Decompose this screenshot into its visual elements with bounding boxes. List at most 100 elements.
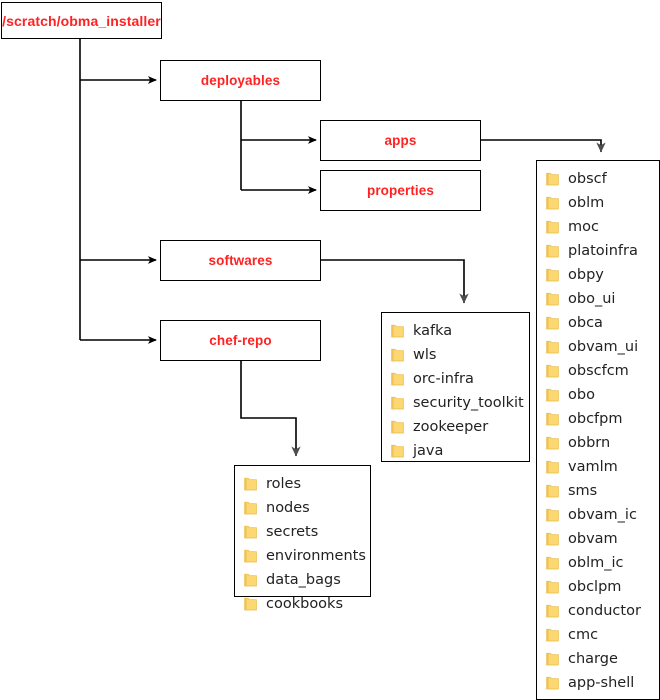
folder-list-item-label: obvam_ic xyxy=(568,506,637,523)
folder-list-item-label: charge xyxy=(568,650,618,667)
node-deployables[interactable]: deployables xyxy=(160,60,321,101)
node-root-label: /scratch/obma_installer xyxy=(2,12,161,29)
edge-apps-to-folder-list xyxy=(481,139,606,153)
folder-icon xyxy=(546,292,559,306)
folder-icon xyxy=(546,172,559,186)
folder-list-item[interactable]: sms xyxy=(537,479,659,503)
folder-list-item[interactable]: obcfpm xyxy=(537,407,659,431)
node-softwares[interactable]: softwares xyxy=(160,240,321,281)
folder-icon xyxy=(546,604,559,618)
folder-list-item[interactable]: platoinfra xyxy=(537,239,659,263)
node-deployables-label: deployables xyxy=(200,73,281,88)
folder-list-item[interactable]: moc xyxy=(537,215,659,239)
folder-list-item[interactable]: java xyxy=(382,439,529,463)
folder-list-item[interactable]: app-shell xyxy=(537,671,659,695)
folder-list-item[interactable]: environments xyxy=(235,544,370,568)
folder-list-item[interactable]: oblm xyxy=(537,191,659,215)
folder-list-item-label: conductor xyxy=(568,602,641,619)
folder-list-item[interactable]: cmc xyxy=(537,623,659,647)
folder-list-item[interactable]: charge xyxy=(537,647,659,671)
folder-list-item[interactable]: zookeeper xyxy=(382,415,529,439)
folder-list-item[interactable]: obscfcm xyxy=(537,359,659,383)
folder-list-item-label: obscf xyxy=(568,170,607,187)
folder-list-item[interactable]: vamlm xyxy=(537,455,659,479)
folder-list-item-label: cookbooks xyxy=(266,595,344,612)
folder-list-item[interactable]: data_bags xyxy=(235,568,370,592)
node-apps[interactable]: apps xyxy=(320,120,481,161)
folder-list-item[interactable]: roles xyxy=(235,472,370,496)
folder-list-item-label: kafka xyxy=(413,322,453,339)
folder-list-item[interactable]: obpy xyxy=(537,263,659,287)
folder-icon xyxy=(244,525,257,539)
folder-list-item[interactable]: obvam xyxy=(537,527,659,551)
folder-icon xyxy=(546,580,559,594)
folder-icon xyxy=(391,372,404,386)
folder-list-item-label: obca xyxy=(568,314,603,331)
folder-list-item[interactable]: orc-infra xyxy=(382,367,529,391)
folder-list-item-label: data_bags xyxy=(266,571,341,588)
folder-list-item[interactable]: obvam_ic xyxy=(537,503,659,527)
folder-list-item[interactable]: obclpm xyxy=(537,575,659,599)
folder-list-item-label: orc-infra xyxy=(413,370,474,387)
edge-chef-repo-to-folder-list xyxy=(240,361,301,457)
folder-list-item[interactable]: kafka xyxy=(382,319,529,343)
node-root[interactable]: /scratch/obma_installer xyxy=(1,2,162,39)
folder-list-item-label: zookeeper xyxy=(413,418,489,435)
folder-list-item[interactable]: conductor xyxy=(537,599,659,623)
folder-list-item[interactable]: wls xyxy=(382,343,529,367)
node-chef-repo-label: chef-repo xyxy=(209,333,272,348)
folder-list-item[interactable]: obvam_ui xyxy=(537,335,659,359)
folder-list-item-label: security_toolkit xyxy=(413,394,524,411)
node-apps-label: apps xyxy=(384,133,417,148)
folder-icon xyxy=(546,460,559,474)
folder-list-item-label: roles xyxy=(266,475,302,492)
folder-icon xyxy=(546,340,559,354)
node-chef-repo[interactable]: chef-repo xyxy=(160,320,321,361)
node-properties[interactable]: properties xyxy=(320,170,481,211)
folder-list-item-label: app-shell xyxy=(568,674,635,691)
folder-icon xyxy=(546,532,559,546)
folder-list-item-label: obscfcm xyxy=(568,362,629,379)
folder-icon xyxy=(391,420,404,434)
folder-list-item-label: sms xyxy=(568,482,598,499)
edge-softwares-to-folder-list xyxy=(321,259,469,304)
folder-icon xyxy=(546,364,559,378)
folder-list-item[interactable]: cookbooks xyxy=(235,592,370,616)
folder-list-item[interactable]: obbrn xyxy=(537,431,659,455)
folder-icon xyxy=(546,316,559,330)
folder-list-item-label: obvam xyxy=(568,530,618,547)
folder-icon xyxy=(391,348,404,362)
folder-list-item-label: java xyxy=(413,442,444,459)
folder-list-item-label: obcfpm xyxy=(568,410,623,427)
folder-list-item-label: cmc xyxy=(568,626,599,643)
folder-list-item[interactable]: obo xyxy=(537,383,659,407)
folder-icon xyxy=(244,477,257,491)
folder-icon xyxy=(546,268,559,282)
folder-icon xyxy=(546,484,559,498)
folder-icon xyxy=(244,501,257,515)
folder-list-item-label: nodes xyxy=(266,499,310,516)
folder-list-item[interactable]: obscf xyxy=(537,167,659,191)
folder-list-item[interactable]: obca xyxy=(537,311,659,335)
folder-icon xyxy=(546,436,559,450)
folder-icon xyxy=(546,412,559,426)
folder-icon xyxy=(546,652,559,666)
folder-icon xyxy=(391,396,404,410)
folder-icon xyxy=(391,444,404,458)
folder-icon xyxy=(546,556,559,570)
folder-list-item[interactable]: oblm_ic xyxy=(537,551,659,575)
folder-list-item[interactable]: secrets xyxy=(235,520,370,544)
folder-list-item-label: secrets xyxy=(266,523,319,540)
folder-list-item-label: obo_ui xyxy=(568,290,616,307)
folder-list-item-label: obpy xyxy=(568,266,604,283)
folder-icon xyxy=(546,676,559,690)
folder-icon xyxy=(546,508,559,522)
folder-list-item[interactable]: security_toolkit xyxy=(382,391,529,415)
folder-list-item-label: vamlm xyxy=(568,458,618,475)
folder-icon xyxy=(244,573,257,587)
folder-list-item[interactable]: obo_ui xyxy=(537,287,659,311)
folder-list-item[interactable]: nodes xyxy=(235,496,370,520)
folder-icon xyxy=(244,597,257,611)
